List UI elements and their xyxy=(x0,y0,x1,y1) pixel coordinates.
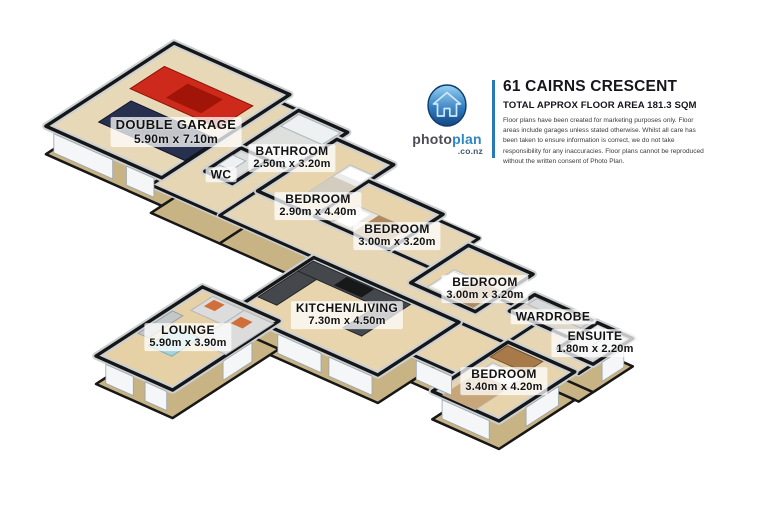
plan-shape xyxy=(328,356,373,396)
room-name: ENSUITE xyxy=(567,329,623,344)
plan-shape xyxy=(165,83,223,114)
room-name: BATHROOM xyxy=(255,144,329,159)
room-dims: 1.80m x 2.20m xyxy=(556,343,634,356)
plan-shape xyxy=(44,41,292,180)
room-label-kitchen-living: KITCHEN/LIVING 7.30m x 4.50m xyxy=(290,301,404,329)
plan-shape xyxy=(415,359,453,396)
room-name: BEDROOM xyxy=(364,222,430,237)
room-dims: 5.90m x 7.10m xyxy=(133,131,218,146)
plan-shape xyxy=(203,299,225,312)
room-dims: 2.50m x 3.20m xyxy=(253,158,331,171)
room-dims: 2.90m x 4.40m xyxy=(279,206,357,219)
room-label-bathroom: BATHROOM 2.50m x 3.20m xyxy=(248,144,336,172)
brand-divider xyxy=(492,80,495,158)
title-block: 61 CAIRNS CRESCENT TOTAL APPROX FLOOR AR… xyxy=(503,78,719,167)
plan-shape xyxy=(340,167,370,183)
room-name: BEDROOM xyxy=(471,367,537,382)
plan-shape xyxy=(408,243,535,314)
plan-shape xyxy=(94,285,281,392)
room-name: BEDROOM xyxy=(285,192,351,207)
house-icon xyxy=(427,84,467,127)
room-label-ensuite: ENSUITE 1.80m x 2.20m xyxy=(551,329,639,357)
room-label-lounge: LOUNGE 5.90m x 3.90m xyxy=(144,323,232,351)
room-label-wardrobe: WARDROBE xyxy=(510,309,596,325)
plan-shape xyxy=(126,165,155,198)
room-dims: 5.90m x 3.90m xyxy=(149,337,227,350)
property-address: 61 CAIRNS CRESCENT xyxy=(503,78,678,95)
brand-photo: photo xyxy=(412,131,453,147)
room-label-wc: WC xyxy=(205,167,237,183)
floor-area-text: TOTAL APPROX FLOOR AREA 181.3 SQM xyxy=(503,100,697,111)
plan-shape xyxy=(230,316,253,329)
brand-plan: plan xyxy=(452,131,482,147)
room-dims: 3.00m x 3.20m xyxy=(446,289,524,302)
brand-domain: .co.nz xyxy=(457,146,483,156)
plan-shape xyxy=(45,43,290,178)
room-name: KITCHEN/LIVING xyxy=(295,301,399,316)
plan-shape xyxy=(257,270,318,306)
room-label-bedroom-4: BEDROOM 3.40m x 4.20m xyxy=(460,367,548,395)
room-dims: 3.40m x 4.20m xyxy=(465,381,543,394)
plan-shape xyxy=(105,363,134,397)
plan-shape xyxy=(230,255,461,377)
room-dims: 3.00m x 3.20m xyxy=(358,236,436,249)
plan-shape xyxy=(222,341,253,382)
disclaimer-text: Floor plans have been created for market… xyxy=(503,117,704,165)
photoplan-logo: photoplan.co.nz xyxy=(404,84,490,156)
plan-shape xyxy=(430,340,577,423)
room-dims: 7.30m x 4.50m xyxy=(308,315,386,328)
room-name: WARDROBE xyxy=(515,309,591,324)
room-label-bedroom-3: BEDROOM 3.00m x 3.20m xyxy=(441,275,529,303)
room-name: WC xyxy=(210,167,232,182)
plan-shape xyxy=(277,333,322,374)
room-label-double-garage: DOUBLE GARAGE 5.90m x 7.10m xyxy=(110,117,242,147)
room-name: DOUBLE GARAGE xyxy=(115,117,237,133)
plan-shape xyxy=(441,399,490,441)
room-label-bedroom-1: BEDROOM 2.90m x 4.40m xyxy=(274,192,362,220)
plan-shape xyxy=(334,277,375,298)
plan-shape xyxy=(53,133,114,180)
plan-shape xyxy=(144,381,168,412)
room-name: LOUNGE xyxy=(161,323,215,338)
room-name: BEDROOM xyxy=(452,275,518,290)
room-label-bedroom-2: BEDROOM 3.00m x 3.20m xyxy=(353,222,441,250)
plan-shape xyxy=(525,385,559,428)
brand-name: photoplan.co.nz xyxy=(404,131,490,156)
